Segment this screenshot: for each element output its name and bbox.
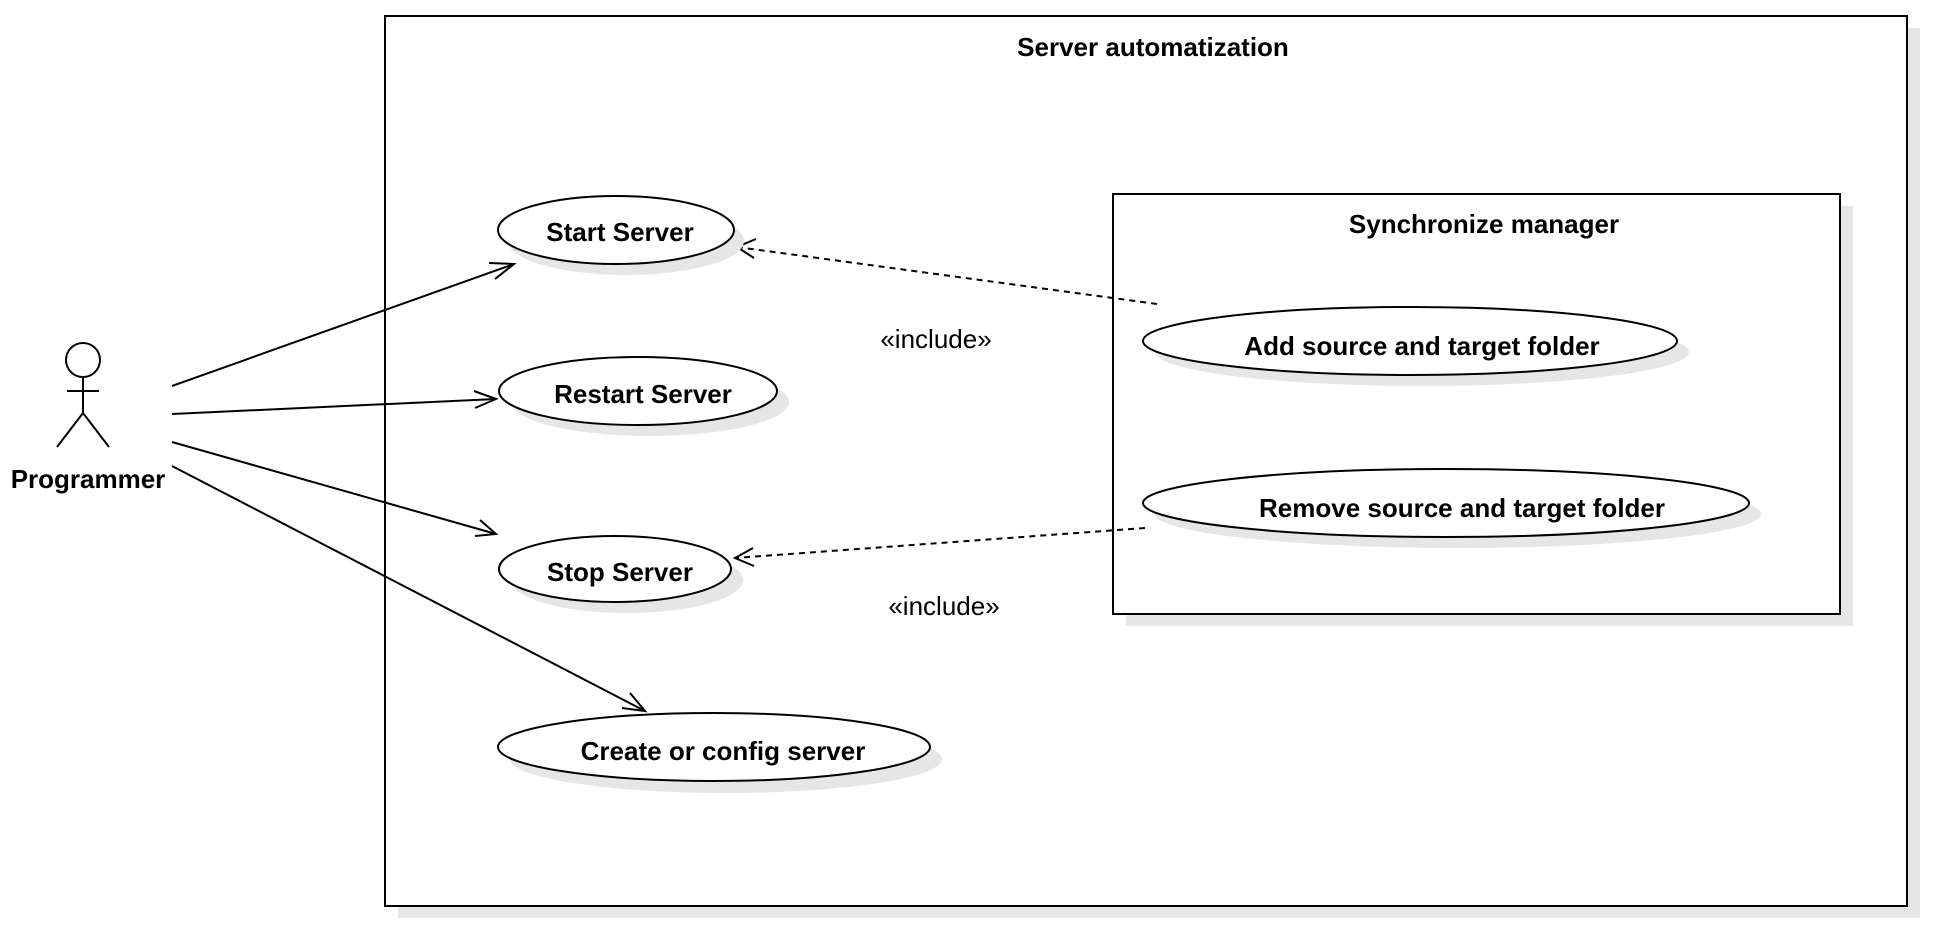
stick-figure-icon bbox=[56, 342, 110, 448]
use-case-create-config-server[interactable]: Create or config server bbox=[497, 712, 942, 793]
actor-programmer[interactable]: Programmer bbox=[11, 342, 166, 494]
association-restart-server bbox=[171, 390, 499, 415]
subsystem-title: Synchronize manager bbox=[1349, 209, 1619, 239]
system-title: Server automatization bbox=[1017, 32, 1289, 62]
use-case-label: Add source and target folder bbox=[1244, 331, 1599, 361]
association-start-server bbox=[171, 262, 517, 387]
use-case-label: Remove source and target folder bbox=[1259, 493, 1665, 523]
use-case-remove-folder[interactable]: Remove source and target folder bbox=[1142, 468, 1761, 548]
include-label-1: «include» bbox=[880, 324, 991, 354]
association-create-config-server bbox=[171, 465, 648, 713]
use-case-start-server[interactable]: Start Server bbox=[497, 195, 744, 275]
use-case-restart-server[interactable]: Restart Server bbox=[498, 356, 789, 436]
use-case-label: Create or config server bbox=[581, 736, 866, 766]
include-dependency-remove-to-stop bbox=[732, 527, 1146, 567]
subsystem-boundary: Synchronize manager bbox=[1112, 193, 1853, 626]
use-case-label: Stop Server bbox=[547, 557, 693, 587]
use-case-label: Start Server bbox=[546, 217, 693, 247]
use-case-stop-server[interactable]: Stop Server bbox=[498, 535, 743, 613]
use-case-add-folder[interactable]: Add source and target folder bbox=[1142, 306, 1689, 386]
association-stop-server bbox=[171, 441, 499, 537]
actor-label: Programmer bbox=[11, 464, 166, 494]
use-case-label: Restart Server bbox=[554, 379, 732, 409]
include-label-2: «include» bbox=[888, 591, 999, 621]
